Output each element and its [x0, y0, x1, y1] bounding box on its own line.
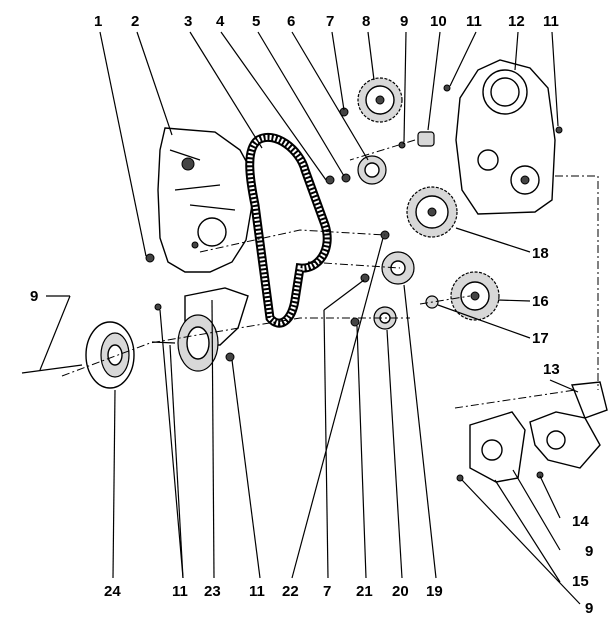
timing-belt: [245, 132, 332, 328]
label-9-right-a: 9: [585, 543, 593, 560]
label-20: 20: [392, 583, 409, 600]
label-3: 3: [184, 13, 192, 30]
label-10: 10: [430, 13, 447, 30]
leader-lines: [39, 31, 581, 605]
label-6: 6: [287, 13, 295, 30]
bottom-labels: 24 11 23 11 22 7 21 20 19: [104, 583, 443, 600]
label-13: 13: [543, 361, 560, 378]
label-21: 21: [356, 583, 373, 600]
label-14: 14: [572, 513, 589, 530]
label-11-top-b: 11: [543, 13, 559, 30]
timing-cover-upper-part: [157, 127, 253, 273]
label-16: 16: [532, 293, 549, 310]
right-labels: 18 16 17 13 14 9 15 9: [532, 245, 593, 617]
intermediate-sprocket: [406, 186, 458, 238]
left-labels: 9: [30, 288, 38, 305]
label-11-top-a: 11: [466, 13, 482, 30]
label-19: 19: [426, 583, 443, 600]
label-11-bottom-b: 11: [249, 583, 265, 600]
pump-sprocket: [450, 271, 500, 321]
tensioner-roller: [357, 155, 387, 185]
label-4: 4: [216, 13, 225, 30]
label-12: 12: [508, 13, 525, 30]
lower-cover: [151, 287, 249, 372]
tensioner-bolts: [325, 107, 351, 185]
idler-roller: [381, 251, 415, 285]
label-1: 1: [94, 13, 102, 30]
label-8: 8: [362, 13, 370, 30]
top-labels: 1 2 3 4 5 6 7 8 9 10 11 12 11: [94, 13, 559, 30]
label-5: 5: [252, 13, 260, 30]
camshaft-sprocket: [357, 77, 403, 123]
label-24: 24: [104, 583, 121, 600]
label-7-bottom: 7: [323, 583, 331, 600]
crankshaft-pulley: [21, 321, 135, 389]
label-22: 22: [282, 583, 299, 600]
label-9-left: 9: [30, 288, 38, 305]
label-23: 23: [204, 583, 221, 600]
pump-bracket-assembly: [456, 381, 608, 483]
label-11-bottom-a: 11: [172, 583, 188, 600]
label-15: 15: [572, 573, 589, 590]
label-9-right-b: 9: [585, 600, 593, 617]
label-2: 2: [131, 13, 139, 30]
label-9-top: 9: [400, 13, 408, 30]
label-18: 18: [532, 245, 549, 262]
cover-bolt: [145, 253, 155, 263]
rear-cover-right: [443, 59, 563, 215]
label-7-top: 7: [326, 13, 334, 30]
label-17: 17: [532, 330, 549, 347]
